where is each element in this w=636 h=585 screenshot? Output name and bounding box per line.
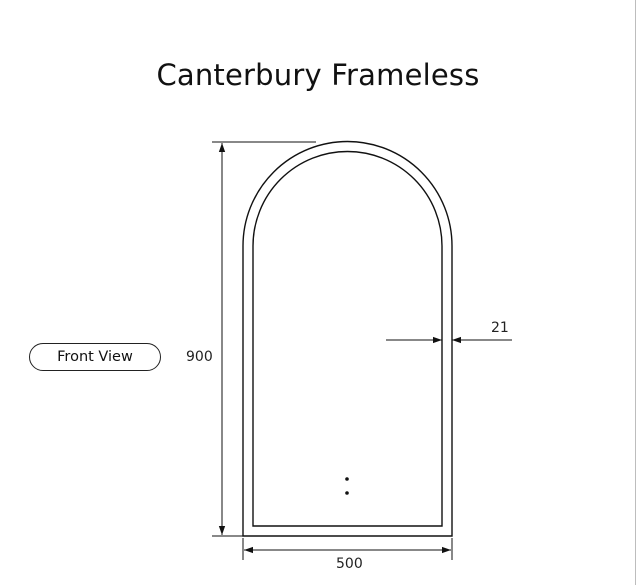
front-view-text: Front View <box>57 349 133 365</box>
width-dimension-label: 500 <box>336 556 363 572</box>
mirror-outer-outline <box>242 140 453 537</box>
sensor-dot <box>345 477 349 481</box>
frame-thickness-label: 21 <box>491 320 509 336</box>
sensor-dot <box>345 491 349 495</box>
height-dimension-label: 900 <box>186 349 213 365</box>
product-title: Canterbury Frameless <box>156 58 480 92</box>
mirror-inner-outline <box>252 150 443 527</box>
front-view-label: Front View <box>29 343 161 371</box>
